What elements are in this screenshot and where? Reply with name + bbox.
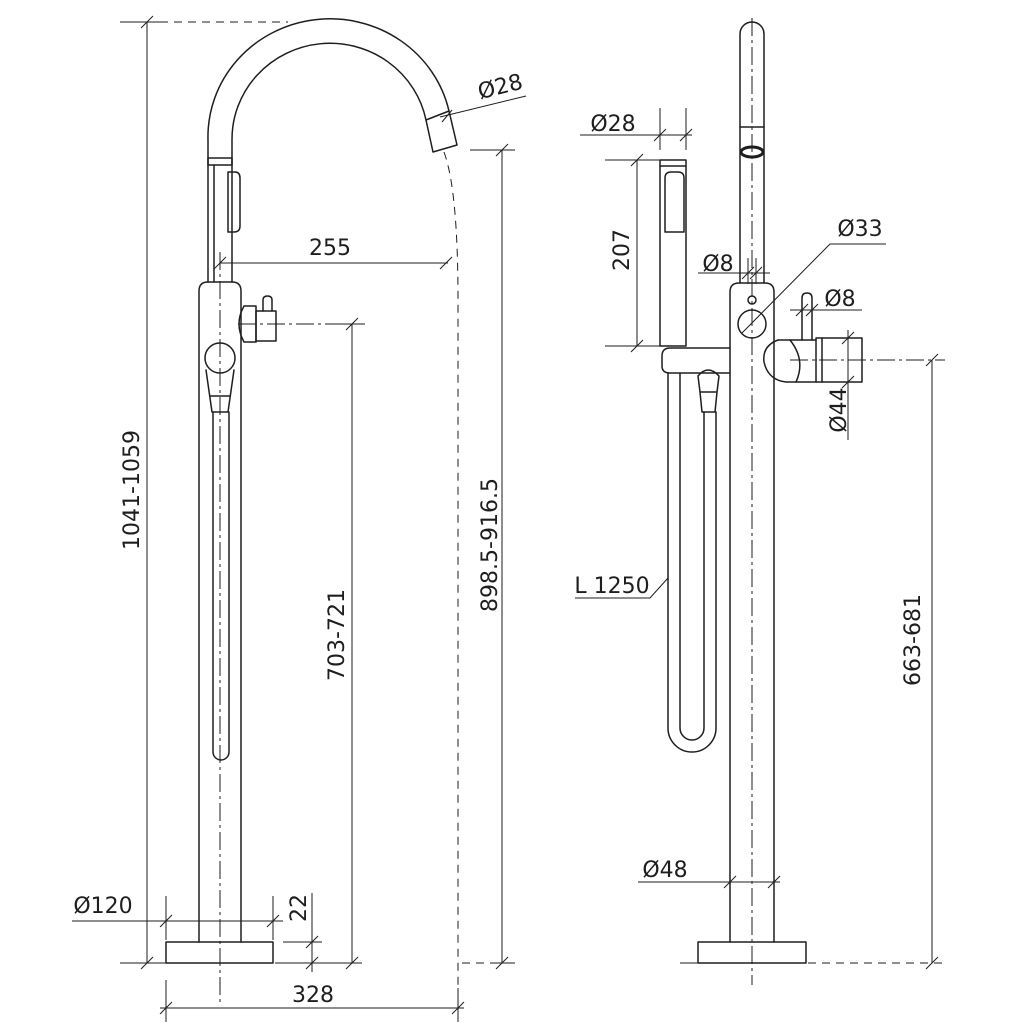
side-spout-outer <box>207 18 450 283</box>
tick-mark <box>266 914 280 928</box>
dim-handle-diameter: Ø44 <box>827 330 855 440</box>
dim-overall-depth: 328 <box>159 980 465 1022</box>
side-mixer-lever <box>262 295 273 312</box>
front-handle-body-curve <box>789 339 801 383</box>
tick-mark <box>495 956 509 970</box>
tick-mark <box>841 375 855 389</box>
side-mixer-handle <box>255 310 277 342</box>
tick-mark <box>140 956 154 970</box>
dim-handle-center-height: 663-681 <box>901 353 939 970</box>
side-hose <box>212 411 230 761</box>
tick-mark <box>159 914 173 928</box>
front-handle-body <box>763 339 817 383</box>
tick-mark <box>653 128 667 142</box>
dim-cartridge-diameter: Ø33 <box>741 217 886 334</box>
side-spout-outlet <box>425 110 458 153</box>
spout-diameter-label: Ø28 <box>475 70 525 105</box>
side-mixer-body <box>238 305 257 343</box>
front-handle-lever <box>801 292 813 341</box>
lever-diameter-label: Ø8 <box>824 287 855 312</box>
base-diameter-label: Ø120 <box>73 894 132 919</box>
dim-handle-height: 703-721 <box>275 317 365 970</box>
front-handshower-spray-face <box>664 171 685 233</box>
tick-mark <box>925 956 939 970</box>
tick-mark <box>213 256 227 270</box>
tick-mark <box>723 875 737 889</box>
dim-spout-diameter: Ø28 <box>439 70 527 123</box>
tick-mark <box>451 1001 465 1015</box>
handle-center-height-label: 663-681 <box>901 594 926 686</box>
front-view: Ø28 207 Ø8 Ø33 <box>574 18 945 985</box>
dim-outlet-height: 898.5-916.5 <box>462 143 515 970</box>
leader-line <box>741 243 886 334</box>
dim-total-height: 1041-1059 <box>120 15 288 970</box>
side-water-path-line <box>443 151 459 988</box>
total-height-label: 1041-1059 <box>120 430 145 550</box>
tick-mark <box>305 935 319 949</box>
dim-base-diameter: Ø120 <box>72 894 283 940</box>
tick-mark <box>495 143 509 157</box>
dim-handshower-diameter: Ø28 <box>580 108 693 150</box>
tick-mark <box>805 303 819 317</box>
spout-reach-label: 255 <box>309 236 351 261</box>
tick-mark <box>140 15 154 29</box>
port-diameter-label: Ø8 <box>702 252 733 277</box>
handshower-length-label: 207 <box>610 229 635 271</box>
tick-mark <box>841 331 855 345</box>
tick-mark <box>305 956 319 970</box>
handshower-diameter-label: Ø28 <box>590 112 635 137</box>
tick-mark <box>630 339 644 353</box>
tick-mark <box>767 875 781 889</box>
column-diameter-label: Ø48 <box>642 858 687 883</box>
handle-diameter-label: Ø44 <box>827 387 852 432</box>
dim-spout-reach: 255 <box>213 236 453 270</box>
dim-base-thickness: 22 <box>283 893 322 972</box>
outlet-height-label: 898.5-916.5 <box>478 478 503 612</box>
dim-column-diameter: Ø48 <box>638 858 781 889</box>
side-handshower-cap <box>207 157 233 166</box>
cartridge-diameter-label: Ø33 <box>837 217 882 242</box>
side-spout-inner <box>231 42 427 283</box>
front-handshower <box>659 159 687 347</box>
front-hose-connector <box>697 369 720 413</box>
tick-mark <box>925 353 939 367</box>
overall-depth-label: 328 <box>292 983 334 1008</box>
tick-mark <box>741 266 755 280</box>
dim-port-diameter: Ø8 <box>698 252 770 284</box>
tick-mark <box>679 128 693 142</box>
tick-mark <box>159 1001 173 1015</box>
tick-mark <box>345 317 359 331</box>
tick-mark <box>441 109 453 123</box>
tick-mark <box>749 266 763 280</box>
handle-height-label: 703-721 <box>325 589 350 681</box>
dim-hose-length: L 1250 <box>574 574 669 599</box>
tick-mark <box>795 303 809 317</box>
tick-mark <box>439 256 453 270</box>
leader-line <box>439 95 527 118</box>
side-view: 1041-1059 898.5-916.5 703-721 255 <box>72 15 527 1022</box>
front-hose <box>667 372 717 753</box>
dim-lever-diameter: Ø8 <box>790 287 862 317</box>
leader-line <box>575 577 669 599</box>
front-handshower-holder <box>661 347 731 374</box>
tick-mark <box>345 956 359 970</box>
side-handshower-spray-face <box>227 171 241 233</box>
hose-length-label: L 1250 <box>574 574 649 599</box>
tick-mark <box>630 153 644 167</box>
base-thickness-label: 22 <box>287 894 312 922</box>
dim-handshower-length: 207 <box>605 153 660 353</box>
